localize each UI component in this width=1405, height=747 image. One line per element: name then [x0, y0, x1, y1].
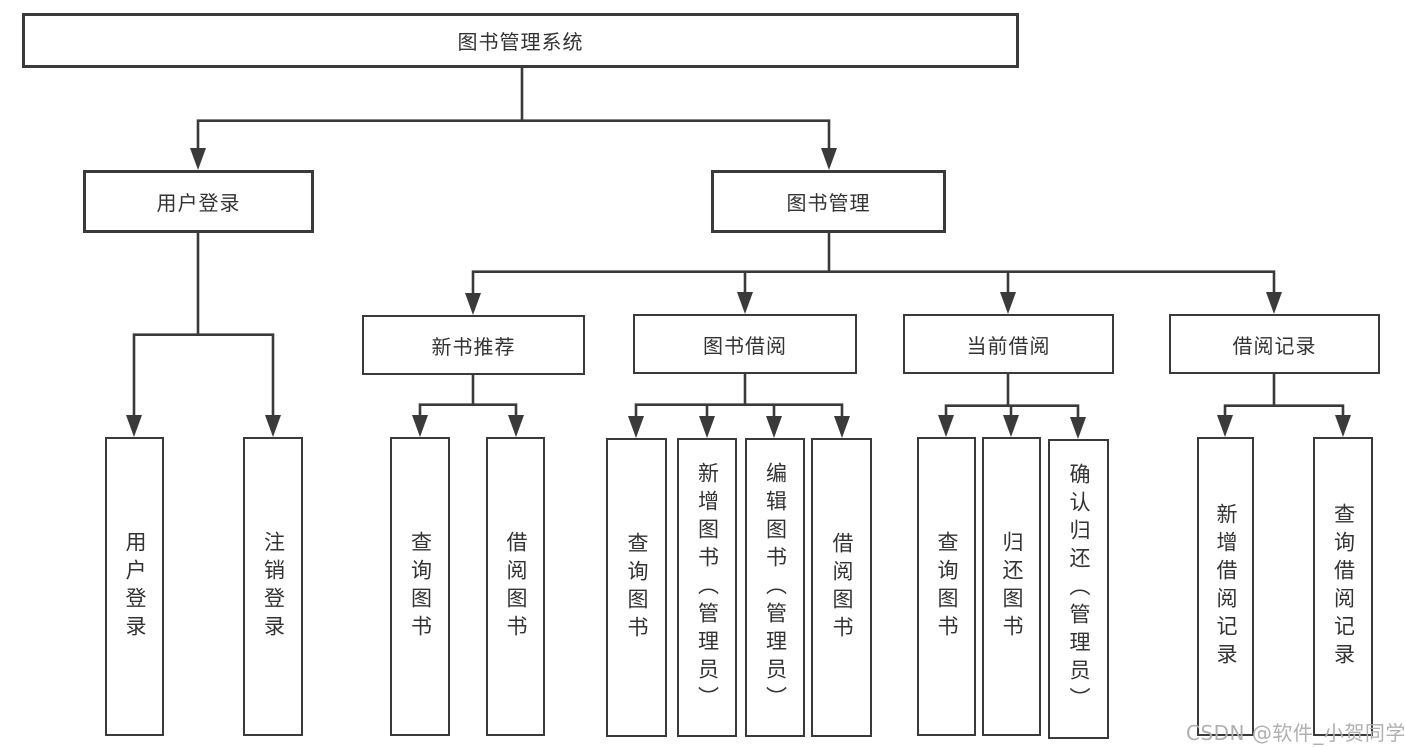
leaf-label: 查询借阅记录	[1331, 502, 1356, 671]
node-label: 图书管理	[786, 191, 871, 215]
leaf-label: 借阅图书	[830, 531, 855, 644]
arrow-down-icon	[834, 416, 850, 438]
leaf-query-books-borrow: 查询图书	[606, 438, 667, 737]
arrow-down-icon	[465, 293, 481, 315]
node-system-root: 图书管理系统	[22, 13, 1019, 68]
leaf-label: 注销登录	[261, 530, 286, 643]
arrow-down-icon	[938, 415, 954, 437]
connector-book-mgmt-children	[471, 233, 1276, 311]
node-user-login: 用户登录	[83, 170, 314, 233]
node-label: 图书管理系统	[457, 30, 584, 54]
arrow-down-icon	[265, 415, 281, 437]
node-borrowing-records: 借阅记录	[1169, 314, 1380, 374]
node-label: 用户登录	[156, 191, 241, 215]
connector-borrow-rec-children	[1223, 374, 1345, 433]
leaf-label: 确认归还（管理员）	[1067, 463, 1092, 715]
leaf-label: 新增借阅记录	[1214, 502, 1239, 671]
connector-root-to-level2	[196, 67, 831, 166]
leaf-label: 编辑图书（管理员）	[763, 461, 788, 714]
arrow-down-icon	[821, 148, 837, 170]
arrow-down-icon	[699, 416, 715, 438]
arrow-down-icon	[1217, 415, 1233, 437]
leaf-query-books-current: 查询图书	[917, 437, 976, 736]
leaf-edit-books-admin: 编辑图书（管理员）	[745, 438, 805, 737]
csdn-watermark: CSDN @软件_小贺同学	[1186, 721, 1405, 745]
node-book-management: 图书管理	[711, 170, 946, 233]
node-label: 图书借阅	[703, 333, 787, 358]
arrowheads	[126, 148, 1351, 439]
leaf-logout: 注销登录	[243, 437, 303, 736]
arrow-down-icon	[126, 415, 142, 437]
leaf-borrow-books: 借阅图书	[811, 438, 872, 737]
arrow-down-icon	[1335, 415, 1351, 437]
arrow-down-icon	[1003, 415, 1019, 437]
leaf-add-borrow-record: 新增借阅记录	[1197, 437, 1254, 736]
leaf-query-books-recommend: 查询图书	[390, 437, 450, 736]
leaf-query-borrow-record: 查询借阅记录	[1313, 437, 1373, 736]
leaf-user-login: 用户登录	[105, 437, 164, 736]
arrow-down-icon	[1266, 292, 1282, 314]
connector-user-login-children	[132, 233, 275, 433]
leaf-label: 查询图书	[935, 530, 960, 643]
leaf-label: 用户登录	[123, 530, 148, 643]
leaf-return-books: 归还图书	[982, 437, 1041, 736]
arrow-down-icon	[508, 415, 524, 437]
node-book-borrowing: 图书借阅	[633, 314, 857, 374]
leaf-label: 查询图书	[625, 531, 650, 644]
arrow-down-icon	[1070, 417, 1086, 439]
leaf-label: 借阅图书	[504, 530, 529, 643]
leaf-label: 归还图书	[1000, 530, 1025, 643]
leaf-label: 查询图书	[408, 530, 433, 643]
node-label: 新书推荐	[431, 334, 516, 359]
connector-book-borrow-children	[634, 374, 844, 434]
node-label: 当前借阅	[966, 333, 1051, 358]
arrow-down-icon	[412, 415, 428, 437]
arrow-down-icon	[1000, 292, 1016, 314]
arrow-down-icon	[190, 148, 206, 170]
node-new-book-recommend: 新书推荐	[362, 315, 585, 375]
arrow-down-icon	[737, 292, 753, 314]
node-label: 借阅记录	[1232, 333, 1317, 358]
arrow-down-icon	[766, 416, 782, 438]
leaf-borrow-books-recommend: 借阅图书	[486, 437, 545, 736]
connector-new-book-children	[418, 375, 518, 433]
arrow-down-icon	[628, 416, 644, 438]
leaf-add-books-admin: 新增图书（管理员）	[677, 438, 737, 737]
leaf-confirm-return-admin: 确认归还（管理员）	[1048, 439, 1109, 739]
node-current-borrowing: 当前借阅	[903, 314, 1114, 374]
leaf-label: 新增图书（管理员）	[695, 461, 720, 714]
